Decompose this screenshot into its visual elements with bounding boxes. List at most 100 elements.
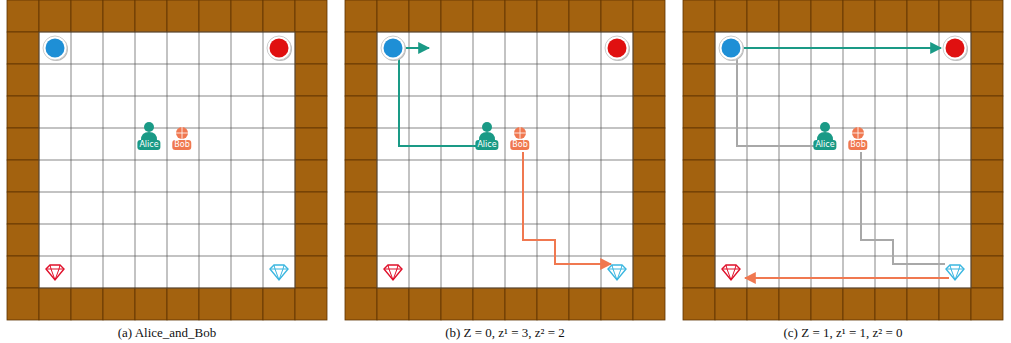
wall-cell	[295, 256, 327, 288]
wall-cell	[971, 192, 1003, 224]
alice-head	[482, 122, 492, 132]
grid-panel	[683, 0, 1003, 320]
wall-cell	[135, 288, 167, 320]
wall-cell	[633, 160, 665, 192]
wall-cell	[295, 0, 327, 32]
wall-cell	[683, 32, 715, 64]
wall-cell	[747, 0, 779, 32]
wall-cell	[7, 160, 39, 192]
wall-cell	[7, 96, 39, 128]
grid-line	[715, 192, 971, 193]
gem-symbol	[722, 265, 740, 280]
wall-cell	[971, 256, 1003, 288]
wall-cell	[295, 224, 327, 256]
grid-line	[715, 256, 971, 257]
wall-cell	[263, 0, 295, 32]
gem-facets	[608, 265, 626, 280]
wall-cell	[473, 0, 505, 32]
wall-cell	[7, 224, 39, 256]
bob-ball	[176, 127, 188, 139]
wall-cell	[601, 0, 633, 32]
wall-cell	[907, 288, 939, 320]
grid-line	[569, 32, 570, 288]
wall-cell	[971, 160, 1003, 192]
grid-panel	[7, 0, 327, 320]
wall-cell	[747, 288, 779, 320]
agent-name: Alice	[813, 140, 836, 150]
agent-name: Bob	[172, 140, 191, 150]
wall-cell	[441, 0, 473, 32]
grid-line	[377, 192, 633, 193]
wall-cell	[135, 0, 167, 32]
grid-line	[971, 32, 972, 288]
wall-cell	[971, 32, 1003, 64]
wall-cell	[971, 64, 1003, 96]
wall-cell	[633, 96, 665, 128]
wall-cell	[779, 288, 811, 320]
wall-cell	[633, 288, 665, 320]
alice-body	[141, 132, 157, 140]
grid-line	[263, 32, 264, 288]
floor	[7, 0, 327, 320]
gem-symbol	[46, 265, 64, 280]
grid-line	[39, 224, 295, 225]
wall-cell	[683, 0, 715, 32]
wall-cell	[7, 256, 39, 288]
wall-cell	[537, 288, 569, 320]
grid-line	[715, 224, 971, 225]
agent-name: Bob	[848, 140, 867, 150]
gem-facets	[946, 265, 964, 280]
grid-line	[601, 32, 602, 288]
goal-shadow	[382, 37, 406, 61]
wall-cell	[295, 32, 327, 64]
wall-cell	[505, 288, 537, 320]
gem-facets	[384, 265, 402, 280]
gem-symbol	[270, 265, 288, 280]
wall-cell	[683, 192, 715, 224]
wall-cell	[71, 0, 103, 32]
goal-circle	[722, 39, 741, 58]
goal-shadow	[44, 37, 68, 61]
wall-cell	[633, 32, 665, 64]
wall-cell	[683, 256, 715, 288]
wall-cell	[345, 128, 377, 160]
bob-ball-seams	[852, 127, 864, 139]
goal-ring	[719, 36, 743, 60]
grid-line	[39, 192, 295, 193]
wall-cell	[39, 0, 71, 32]
grid-line	[39, 160, 295, 161]
grid-line	[377, 288, 633, 289]
wall-cell	[971, 0, 1003, 32]
alice-head	[144, 122, 154, 132]
wall-cell	[939, 288, 971, 320]
wall-cell	[811, 288, 843, 320]
wall-cell	[231, 288, 263, 320]
wall-cell	[345, 224, 377, 256]
wall-cell	[295, 64, 327, 96]
wall-cell	[971, 288, 1003, 320]
bob-ball-seams	[514, 127, 526, 139]
wall-cell	[167, 0, 199, 32]
grid-line	[231, 32, 232, 288]
wall-cell	[7, 64, 39, 96]
wall-cell	[345, 160, 377, 192]
wall-cell	[971, 128, 1003, 160]
wall-cell	[231, 0, 263, 32]
wall-cell	[715, 0, 747, 32]
goal-shadow	[268, 37, 292, 61]
goal-shadow	[944, 37, 968, 61]
wall-cell	[569, 0, 601, 32]
wall-cell	[633, 64, 665, 96]
trajectory-line	[861, 152, 945, 264]
gem-facets	[722, 265, 740, 280]
wall-cell	[263, 288, 295, 320]
panel-caption: (a) Alice_and_Bob	[118, 325, 217, 340]
wall-cell	[633, 192, 665, 224]
grid-line	[715, 288, 971, 289]
wall-cell	[377, 0, 409, 32]
wall-cell	[601, 288, 633, 320]
wall-cell	[505, 0, 537, 32]
gem-symbol	[946, 265, 964, 280]
wall-cell	[683, 224, 715, 256]
